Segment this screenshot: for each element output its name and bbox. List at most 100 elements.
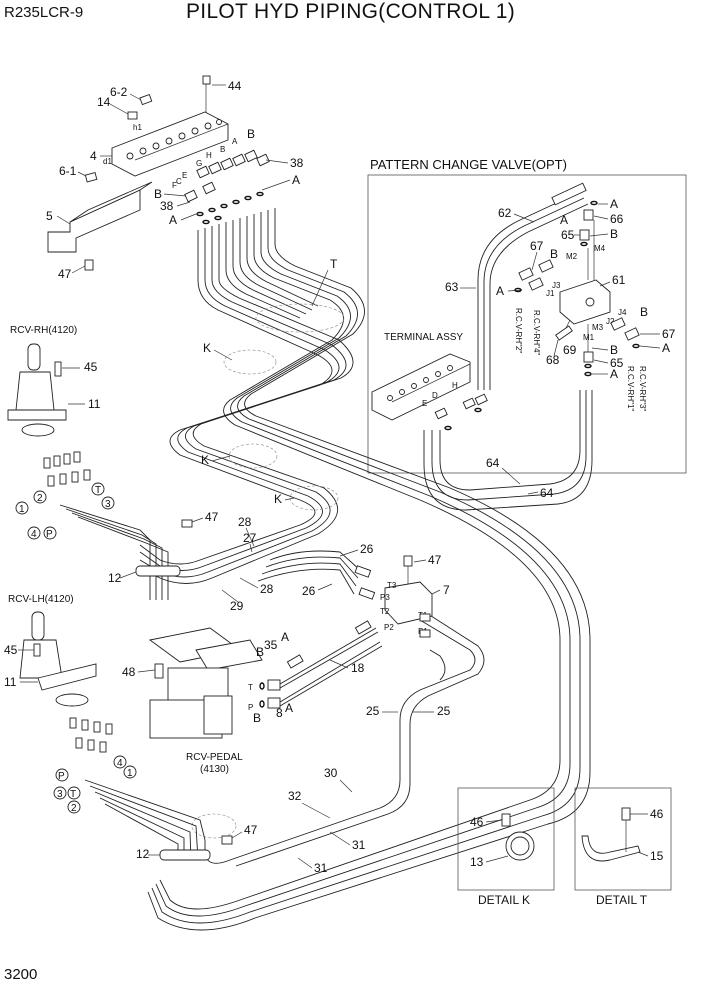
clamp-12-lh [159, 849, 211, 861]
pcv-port-j4: J4 [618, 308, 627, 317]
pcv-port-m2: M2 [566, 252, 578, 261]
rh-port-3: 3 [105, 499, 111, 510]
callout-61: 61 [612, 273, 626, 287]
callout-a-pcv4: A [610, 367, 618, 381]
elbow-fitting-cluster [184, 149, 270, 203]
fitting-6-2 [139, 93, 153, 106]
callout-69: 69 [563, 343, 577, 357]
port-p3: P3 [380, 593, 390, 602]
callout-27: 27 [243, 531, 257, 545]
callout-b-pcv3: B [640, 305, 648, 319]
port-letter-c: C [176, 177, 182, 186]
callout-47-valve: 47 [428, 553, 442, 567]
callout-t: T [330, 257, 338, 271]
callout-a-pedal1: A [281, 630, 289, 644]
port-t3: T3 [387, 581, 397, 590]
bolt-47-lh [221, 835, 233, 845]
bolt-47-rh [181, 519, 193, 528]
callout-15: 15 [650, 849, 664, 863]
callout-47-lh: 47 [244, 823, 258, 837]
bolt-47-top [84, 259, 94, 271]
callout-67-right: 67 [662, 327, 676, 341]
detail-circle-k4 [191, 813, 237, 839]
callout-31-lower: 31 [314, 861, 328, 875]
rcv-pedal-title-2: (4130) [200, 764, 229, 775]
callout-44: 44 [228, 79, 242, 93]
rh-port-2: 2 [37, 493, 43, 504]
callout-11-lh: 11 [4, 675, 17, 689]
terminal-assy-title: TERMINAL ASSY [384, 332, 463, 343]
port-letter-e: E [182, 171, 187, 180]
note-rcv-rh-1: R.C.V-RH"1" [626, 366, 635, 411]
callout-a-pcv1: A [610, 197, 618, 211]
callout-k2: K [201, 453, 209, 467]
rh-port-t: T [95, 485, 101, 496]
callout-25-left: 25 [366, 704, 380, 718]
callout-30: 30 [324, 766, 338, 780]
detail-circle-k2 [228, 443, 278, 469]
callout-a-top2: A [169, 213, 177, 227]
callout-28-upper: 28 [238, 515, 252, 529]
callout-8: 8 [276, 706, 283, 720]
lh-port-markers: P 3 T 2 4 1 [53, 755, 137, 814]
port-letter-g: G [196, 159, 202, 168]
pcv-port-m1: M1 [583, 333, 595, 342]
pcv-port-j1: J1 [546, 289, 555, 298]
rh-fittings [43, 451, 91, 487]
pcv-port-m4: M4 [594, 244, 606, 253]
callout-a-pedal2: A [285, 701, 293, 715]
callout-65-top: 65 [561, 228, 575, 242]
detail-t-caption: DETAIL T [596, 893, 648, 907]
callout-28-lower: 28 [260, 582, 274, 596]
port-t2: T2 [380, 607, 390, 616]
bracket-5 [47, 189, 141, 253]
bolt-47-valve [403, 555, 413, 567]
rcv-rh-title: RCV-RH(4120) [10, 325, 77, 336]
bolt-44-head [202, 75, 211, 85]
port-letter-b: B [220, 145, 225, 154]
callout-68: 68 [546, 353, 560, 367]
callout-64-upper: 64 [486, 456, 500, 470]
pattern-change-valve-title: PATTERN CHANGE VALVE(OPT) [370, 157, 567, 172]
port-letter-a: A [232, 137, 238, 146]
note-rcv-rh-2: R.C.V-RH"2" [514, 308, 523, 353]
callout-12-lh: 12 [136, 847, 150, 861]
pcv-port-j3: J3 [552, 281, 561, 290]
port-letter-f: F [172, 181, 177, 190]
pedal-port-t: T [248, 683, 253, 692]
rcv-rh-joystick: RCV-RH(4120) 45 11 2 1 T 3 4 P 47 [7, 325, 219, 600]
lh-port-p: P [58, 771, 65, 782]
page-number: 3200 [4, 966, 38, 983]
callout-26-lower: 26 [302, 584, 316, 598]
callout-32: 32 [288, 789, 302, 803]
callout-67-left: 67 [530, 239, 544, 253]
callout-46-t: 46 [650, 807, 664, 821]
callout-29: 29 [230, 599, 244, 613]
callout-47-rh: 47 [205, 510, 219, 524]
callout-38-left: 38 [160, 199, 174, 213]
pcv-port-j2: J2 [606, 317, 615, 326]
callout-66: 66 [610, 212, 624, 226]
callout-26-upper: 26 [360, 542, 374, 556]
callout-11-rh: 11 [88, 397, 101, 411]
callout-b-top1: B [247, 127, 255, 141]
page-title: PILOT HYD PIPING(CONTROL 1) [186, 0, 515, 23]
bracket-5-top [69, 181, 153, 223]
terminal-block-top: C D E F G H A B 44 6-2 14 h1 d1 4 6-1 5 [46, 75, 304, 281]
terminal-ports [126, 119, 222, 160]
rh-port-p: P [46, 529, 53, 540]
bolt-48 [154, 663, 164, 679]
lh-port-t: T [70, 789, 76, 800]
rcv-pedal-title-1: RCV-PEDAL [186, 752, 243, 763]
o-rings-top [196, 191, 264, 225]
callout-65-bottom: 65 [610, 356, 624, 370]
rcv-lh-title: RCV-LH(4120) [8, 594, 74, 605]
callout-b-pcv2: B [550, 247, 558, 261]
detail-circle-k1 [223, 349, 277, 375]
hose-end-fittings [354, 565, 431, 638]
callout-12-rh: 12 [108, 571, 122, 585]
pattern-change-valve-frame [367, 174, 687, 474]
detail-k-panel: 46 13 DETAIL K [457, 787, 555, 907]
port-letter-h: H [206, 151, 212, 160]
